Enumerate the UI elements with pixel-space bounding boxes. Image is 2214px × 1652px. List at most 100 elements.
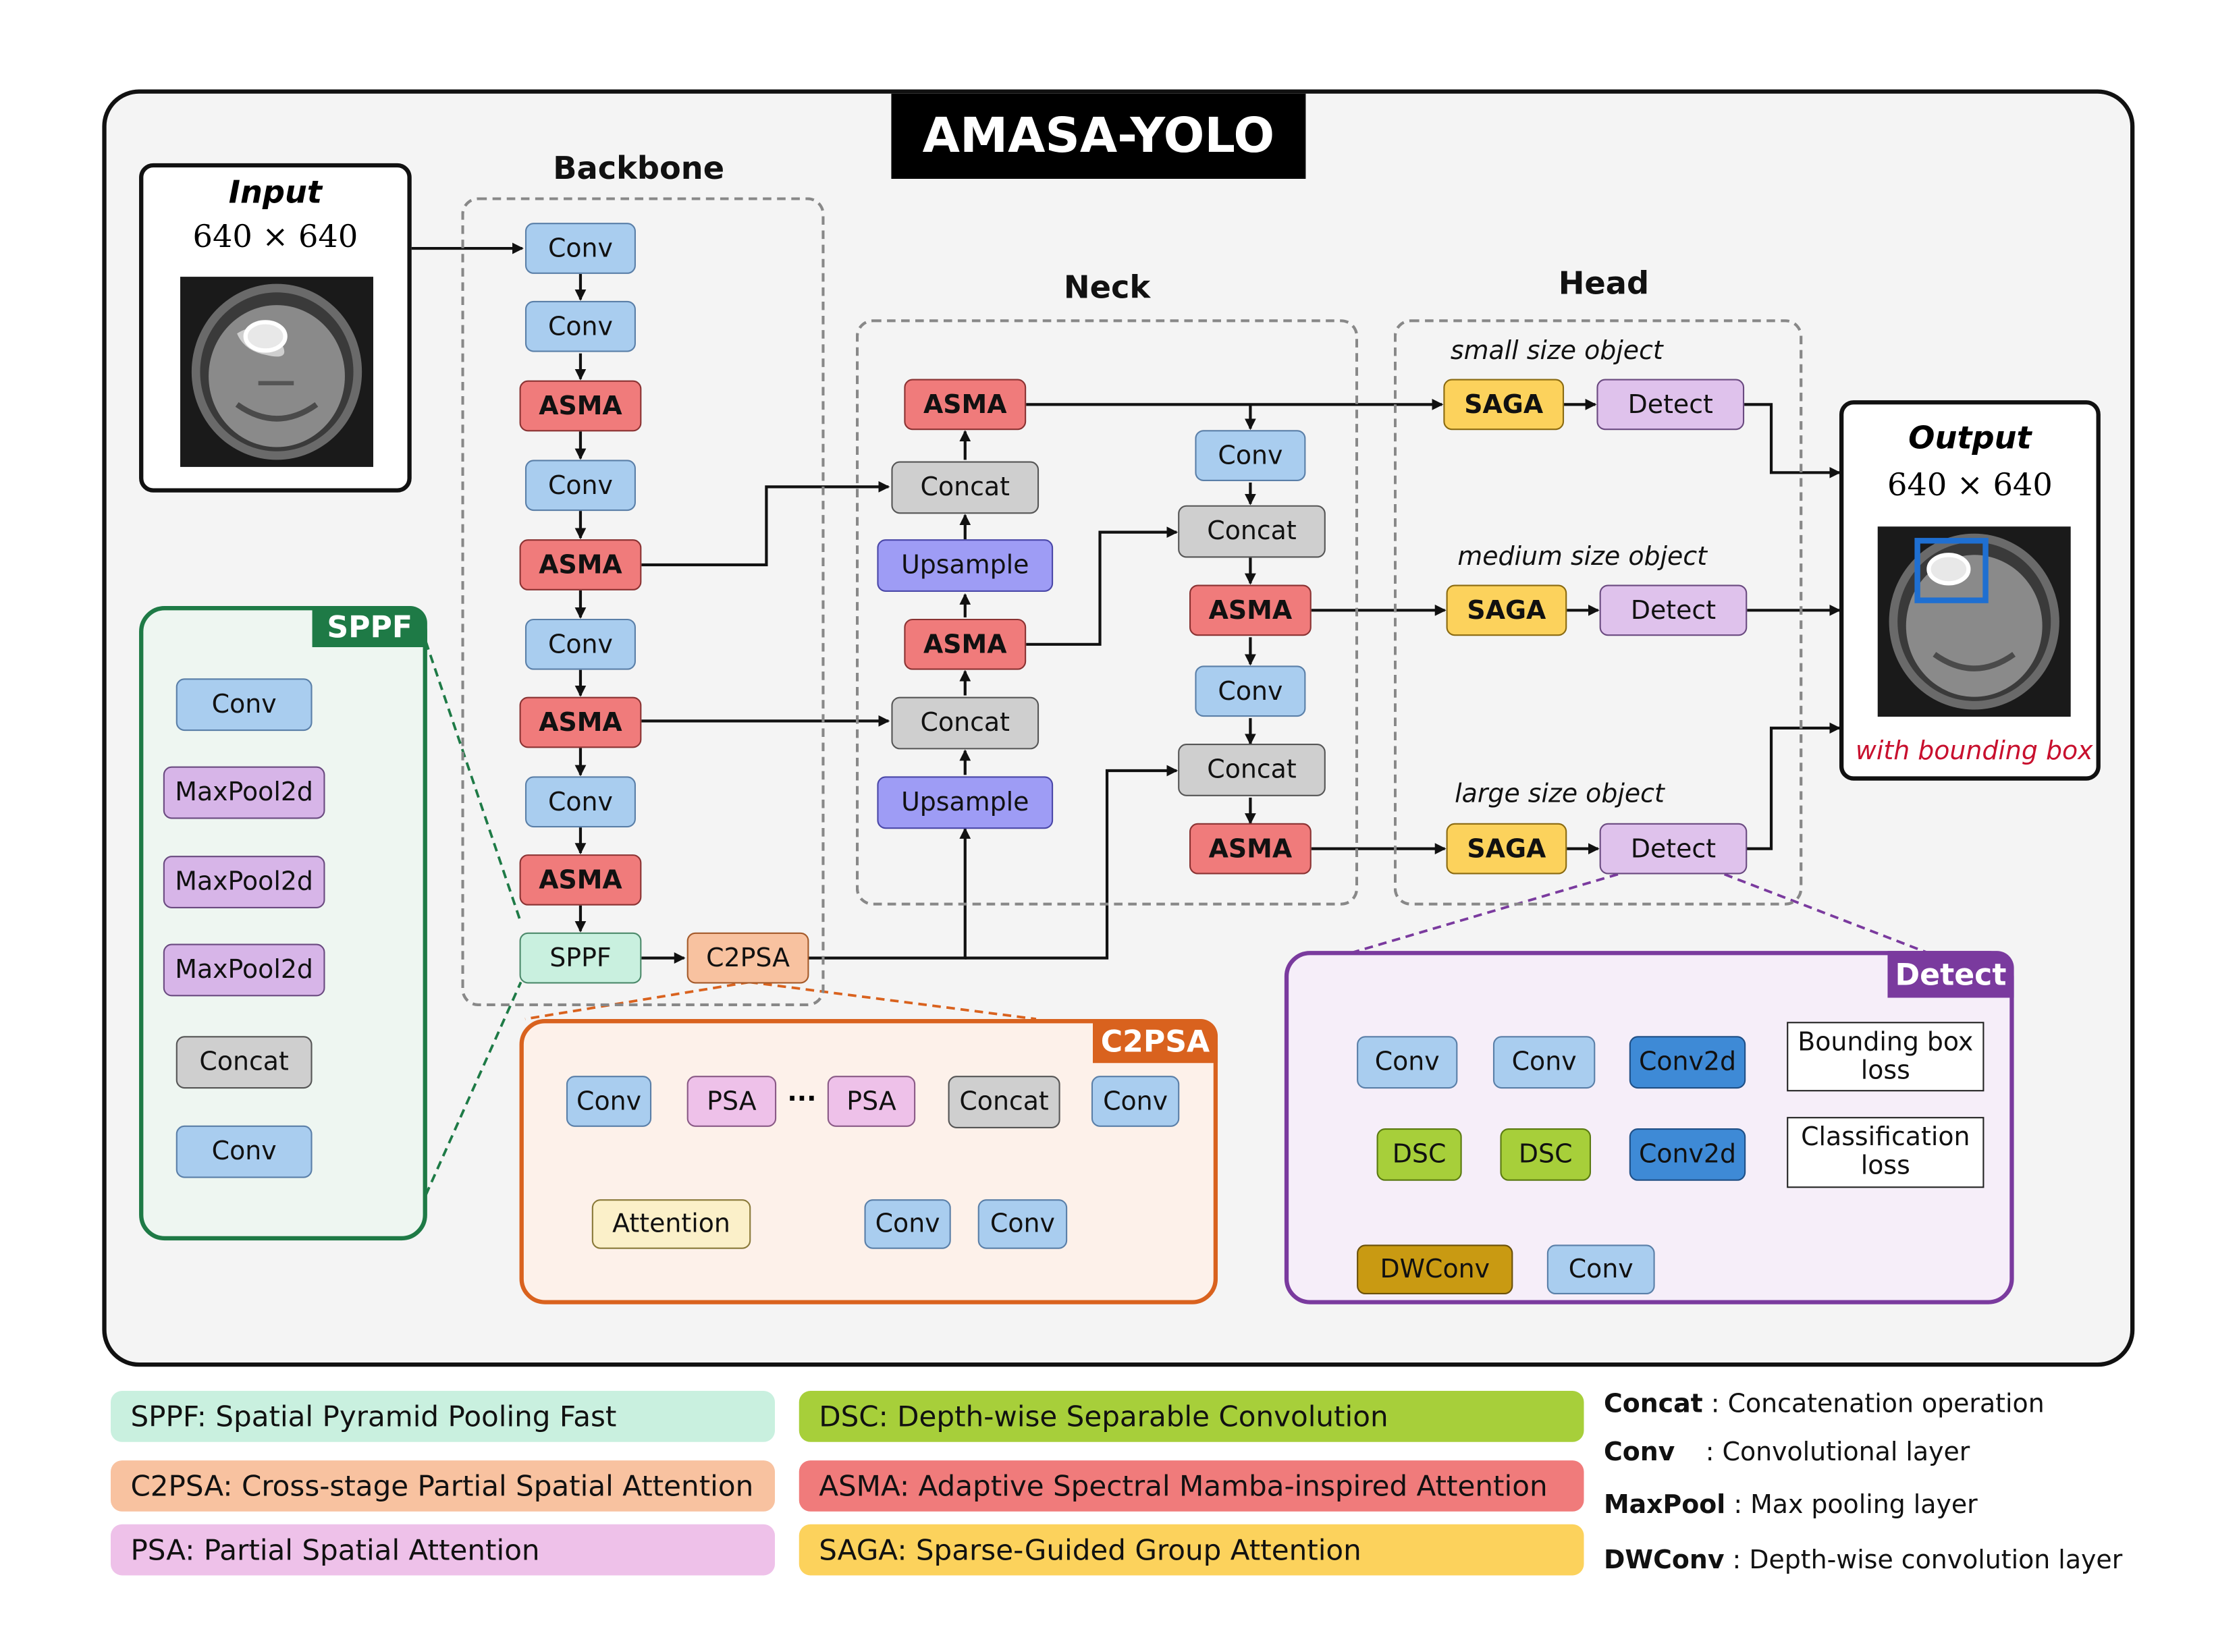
head-scale-medium: medium size object: [1457, 542, 1708, 572]
input-size: 640 × 640: [192, 219, 358, 256]
def-conv: Conv : Convolutional layer: [1604, 1437, 1970, 1467]
legend-psa-text: PSA: Partial Spatial Attention: [130, 1533, 540, 1567]
output-size: 640 × 640: [1887, 468, 2053, 504]
def-concat-desc: : Concatenation operation: [1710, 1389, 2045, 1420]
legend-asma-text: ASMA: Adaptive Spectral Mamba-inspired A…: [819, 1468, 1548, 1504]
detect-row1-conv2d: Conv2d: [1629, 1036, 1746, 1089]
input-title: Input: [228, 175, 323, 212]
detect-row1-conv-2: Conv: [1492, 1036, 1596, 1089]
sppf-maxpool-2: MaxPool2d: [163, 856, 325, 908]
head-region: [1393, 319, 1803, 906]
sppf-maxpool-3: MaxPool2d: [163, 943, 325, 997]
def-dwconv-desc: : Depth-wise convolution layer: [1732, 1545, 2123, 1576]
neck-upsample-2: Upsample: [877, 776, 1054, 829]
sppf-maxpool-1: MaxPool2d: [163, 766, 325, 819]
legend-dsc: DSC: Depth-wise Separable Convolution: [799, 1391, 1584, 1442]
head-scale-large: large size object: [1455, 779, 1665, 809]
neck-concat-3: Concat: [1178, 505, 1326, 558]
legend-sppf-text: SPPF: Spatial Pyramid Pooling Fast: [130, 1399, 617, 1434]
neck-label: Neck: [1063, 271, 1151, 307]
neck-asma-mid: ASMA: [904, 618, 1027, 670]
detect-row2-conv2d: Conv2d: [1629, 1128, 1746, 1181]
c2psa-psa-1: PSA: [686, 1076, 777, 1127]
output-panel: Output 640 × 640 with bounding box: [1839, 400, 2101, 781]
bbox-loss-box: Bounding box loss: [1787, 1022, 1985, 1092]
detect-panel-tag: Detect: [1887, 951, 2014, 998]
sppf-conv-2: Conv: [176, 1125, 313, 1178]
c2psa-conv-in: Conv: [566, 1076, 652, 1127]
input-mri-image: [180, 277, 373, 467]
backbone-asma-1: ASMA: [519, 380, 642, 432]
backbone-sppf: SPPF: [519, 932, 642, 984]
def-conv-desc: : Convolutional layer: [1705, 1437, 1970, 1468]
neck-concat-4: Concat: [1178, 744, 1326, 796]
backbone-asma-3: ASMA: [519, 696, 642, 748]
head-saga-small: SAGA: [1443, 379, 1565, 431]
c2psa-psa-2: PSA: [827, 1076, 916, 1127]
backbone-asma-4: ASMA: [519, 854, 642, 906]
def-concat: Concat : Concatenation operation: [1604, 1389, 2045, 1419]
head-saga-medium: SAGA: [1446, 584, 1567, 636]
neck-conv-2: Conv: [1195, 665, 1306, 717]
legend-psa: PSA: Partial Spatial Attention: [111, 1524, 776, 1576]
c2psa-conv-out: Conv: [1091, 1076, 1180, 1127]
sppf-conv-1: Conv: [176, 678, 313, 732]
detect-row3-dwconv: DWConv: [1357, 1244, 1513, 1295]
neck-asma-2: ASMA: [1189, 584, 1312, 636]
backbone-region: [461, 197, 825, 1007]
output-title: Output: [1908, 421, 2032, 458]
legend-saga: SAGA: Sparse-Guided Group Attention: [799, 1524, 1584, 1576]
legend-c2psa-text: C2PSA: Cross-stage Partial Spatial Atten…: [130, 1468, 754, 1504]
c2psa-inner-conv-1: Conv: [864, 1199, 951, 1249]
detect-row2-dsc-1: DSC: [1376, 1128, 1462, 1181]
head-scale-small: small size object: [1450, 336, 1663, 366]
backbone-conv-1: Conv: [524, 223, 636, 274]
backbone-label: Backbone: [553, 152, 725, 188]
head-detect-small: Detect: [1596, 379, 1745, 431]
c2psa-concat: Concat: [948, 1076, 1060, 1128]
neck-upsample-1: Upsample: [877, 539, 1054, 592]
neck-asma-3: ASMA: [1189, 823, 1312, 875]
head-detect-medium: Detect: [1599, 584, 1748, 636]
head-label: Head: [1558, 267, 1650, 302]
c2psa-panel-tag: C2PSA: [1093, 1019, 1218, 1064]
output-mri-image: [1877, 526, 2071, 717]
neck-concat-2: Concat: [891, 696, 1040, 750]
head-saga-large: SAGA: [1446, 823, 1567, 875]
def-conv-term: Conv: [1603, 1437, 1675, 1468]
def-dwconv: DWConv : Depth-wise convolution layer: [1604, 1545, 2122, 1575]
c2psa-panel: [519, 1019, 1218, 1304]
def-maxpool: MaxPool : Max pooling layer: [1604, 1490, 1978, 1520]
def-dwconv-term: DWConv: [1603, 1545, 1725, 1576]
backbone-conv-5: Conv: [524, 776, 636, 828]
diagram-title: AMASA-YOLO: [891, 93, 1306, 179]
def-maxpool-term: MaxPool: [1603, 1490, 1726, 1520]
legend-dsc-text: DSC: Depth-wise Separable Convolution: [819, 1399, 1388, 1434]
head-detect-large: Detect: [1599, 823, 1748, 875]
input-panel: Input 640 × 640: [139, 163, 412, 493]
neck-concat-1: Concat: [891, 461, 1040, 514]
output-note: with bounding box: [1855, 736, 2093, 767]
legend-c2psa: C2PSA: Cross-stage Partial Spatial Atten…: [111, 1460, 776, 1512]
detect-row1-conv-1: Conv: [1357, 1036, 1458, 1089]
neck-asma-top: ASMA: [904, 379, 1027, 431]
legend-asma: ASMA: Adaptive Spectral Mamba-inspired A…: [799, 1460, 1584, 1512]
legend-sppf: SPPF: Spatial Pyramid Pooling Fast: [111, 1391, 776, 1442]
backbone-conv-4: Conv: [524, 618, 636, 670]
backbone-conv-3: Conv: [524, 460, 636, 512]
detect-row2-dsc-2: DSC: [1500, 1128, 1592, 1181]
c2psa-attention: Attention: [591, 1199, 751, 1249]
bounding-box-icon: [1914, 538, 1989, 603]
cls-loss-box: Classification loss: [1787, 1117, 1985, 1188]
backbone-c2psa: C2PSA: [686, 932, 809, 984]
backbone-conv-2: Conv: [524, 300, 636, 352]
def-maxpool-desc: : Max pooling layer: [1733, 1490, 1978, 1520]
neck-region: [855, 319, 1359, 906]
def-concat-term: Concat: [1603, 1389, 1703, 1420]
c2psa-inner-conv-2: Conv: [977, 1199, 1068, 1249]
c2psa-ellipsis: ···: [787, 1084, 817, 1114]
sppf-concat: Concat: [176, 1036, 313, 1089]
detect-row3-conv: Conv: [1546, 1244, 1655, 1295]
legend-saga-text: SAGA: Sparse-Guided Group Attention: [819, 1533, 1361, 1567]
